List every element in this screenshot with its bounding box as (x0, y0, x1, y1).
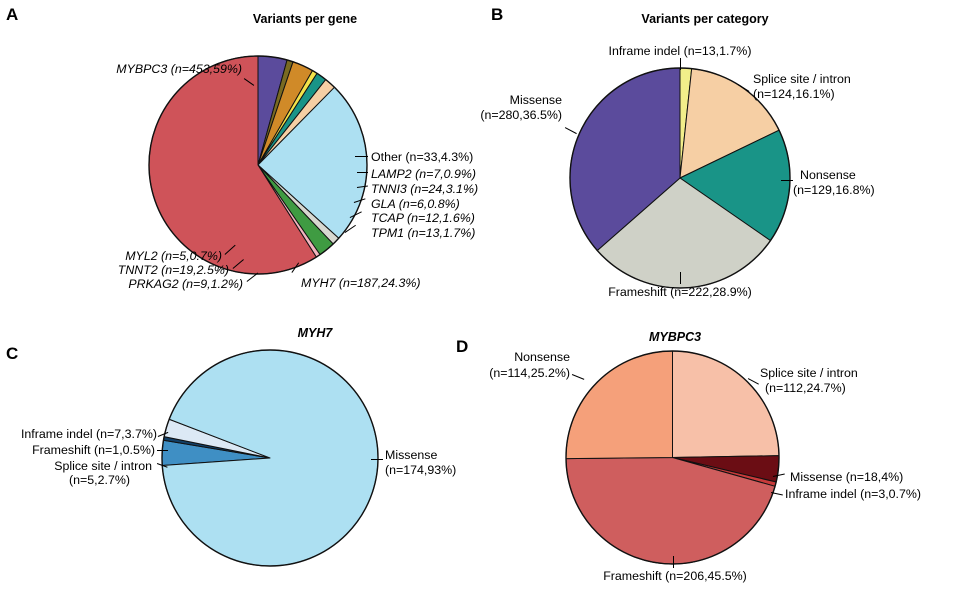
label-b-nonsense-2: (n=129,16.8%) (793, 183, 875, 197)
label-myl2: MYL2 (n=5,0.7%) (125, 249, 222, 263)
label-d-nonsense-1: Nonsense (514, 350, 570, 364)
panel-b-letter: B (491, 5, 504, 24)
label-d-splice-2: (n=112,24.7%) (765, 381, 846, 395)
label-d-frameshift: Frameshift (n=206,45.5%) (603, 569, 747, 583)
label-b-splice-1: Splice site / intron (753, 72, 851, 86)
panel-b-pie (569, 67, 791, 289)
label-b-missense-1: Missense (509, 93, 562, 107)
panel-b-title: Variants per category (641, 12, 769, 26)
panel-c-pie-svg (161, 349, 379, 567)
label-c-frameshift: Frameshift (n=1,0.5%) (32, 443, 155, 457)
panel-d-title: MYBPC3 (648, 330, 702, 344)
panel-d-pie (565, 350, 780, 565)
leader-c-missense (371, 459, 383, 461)
panel-c-pie (161, 349, 379, 567)
leader-b-inframe (680, 58, 682, 70)
leader-c-frameshift (157, 450, 168, 452)
label-c-splice-1: Splice site / intron (54, 459, 152, 473)
panel-a-pie (148, 55, 368, 275)
label-lamp2: LAMP2 (n=7,0.9%) (371, 167, 477, 181)
label-b-nonsense-1: Nonsense (800, 168, 856, 182)
label-c-splice-2: (n=5,2.7%) (69, 473, 130, 487)
label-d-missense: Missense (n=18,4%) (790, 470, 904, 484)
label-other: Other (n=33,4.3%) (371, 150, 474, 164)
panel-d-letter: D (456, 337, 469, 356)
leader-lamp2 (357, 172, 368, 174)
label-b-inframe: Inframe indel (n=13,1.7%) (608, 44, 752, 58)
label-d-nonsense-2: (n=114,25.2%) (489, 366, 570, 380)
label-d-inframe: Inframe indel (n=3,0.7%) (785, 487, 922, 501)
pie-slice (565, 350, 673, 460)
panel-d-pie-svg (565, 350, 780, 565)
label-gla: GLA (n=6,0.8%) (371, 197, 460, 211)
label-myh7-a: MYH7 (n=187,24.3%) (301, 276, 421, 290)
label-c-inframe: Inframe indel (n=7,3.7%) (20, 427, 157, 441)
label-prkag2: PRKAG2 (n=9,1.2%) (128, 277, 243, 291)
panel-b-pie-svg (569, 67, 791, 289)
label-tnni3: TNNI3 (n=24,3.1%) (371, 182, 479, 196)
label-tpm1: TPM1 (n=13,1.7%) (371, 226, 476, 240)
leader-other (355, 156, 368, 158)
label-c-missense-1: Missense (385, 448, 438, 462)
label-mybpc3: MYBPC3 (n=453,59%) (116, 62, 242, 76)
panel-a-title: Variants per gene (252, 12, 358, 26)
panel-a-pie-svg (148, 55, 368, 275)
leader-d-frameshift (673, 556, 675, 568)
panel-c-title: MYH7 (297, 326, 333, 340)
panel-c-letter: C (6, 344, 19, 363)
label-c-missense-2: (n=174,93%) (385, 463, 457, 477)
label-tnnt2: TNNT2 (n=19,2.5%) (117, 263, 229, 277)
label-b-missense-2: (n=280,36.5%) (480, 108, 562, 122)
label-d-splice-1: Splice site / intron (760, 366, 858, 380)
label-tcap: TCAP (n=12,1.6%) (371, 211, 475, 225)
panel-a-letter: A (6, 5, 19, 24)
leader-b-nonsense (781, 180, 793, 182)
label-b-splice-2: (n=124,16.1%) (753, 87, 835, 101)
leader-b-frameshift (680, 272, 682, 284)
label-b-frameshift: Frameshift (n=222,28.9%) (608, 285, 752, 299)
